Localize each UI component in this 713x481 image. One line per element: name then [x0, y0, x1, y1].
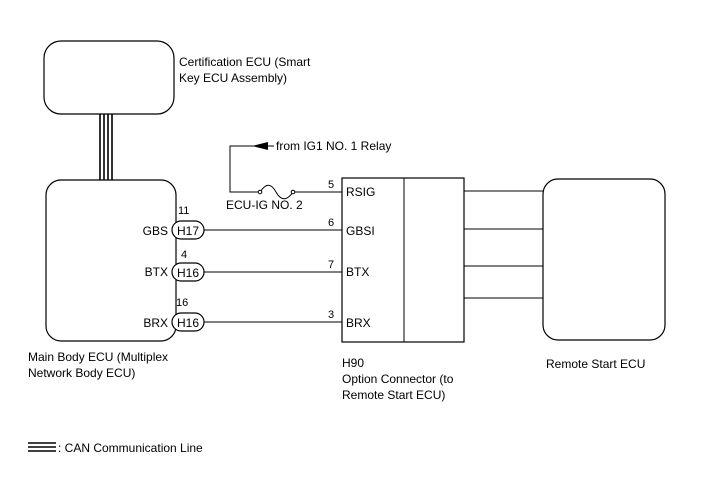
terminal-pin-gbs: 11: [178, 205, 189, 217]
power-source-label: from IG1 NO. 1 Relay: [276, 139, 391, 153]
option-pin-number-brx: 3: [328, 309, 334, 321]
connector-h16-label-brx: H16: [177, 316, 199, 330]
main-body-ecu-label-line2: Network Body ECU): [28, 366, 135, 380]
can-communication-line: [99, 114, 113, 180]
main-body-ecu-label-line1: Main Body ECU (Multiplex: [28, 350, 168, 364]
fuse-label: ECU-IG NO. 2: [226, 198, 303, 212]
certification-ecu-box: [43, 40, 175, 115]
connector-h16-label-btx: H16: [177, 266, 199, 280]
signal-wires: [204, 229, 342, 323]
arrow-left-icon: [252, 142, 268, 150]
terminal-pin-btx: 4: [181, 249, 187, 261]
legend-can-line-label: : CAN Communication Line: [58, 441, 203, 455]
option-connector-id: H90: [342, 356, 364, 370]
remote-start-wires: [464, 190, 543, 299]
power-feed-wire: [229, 145, 342, 193]
option-pin-name-btx: BTX: [346, 265, 369, 279]
option-connector-box: [341, 177, 465, 343]
fuse-terminal-left: [257, 189, 263, 195]
remote-start-ecu-label: Remote Start ECU: [546, 357, 645, 371]
main-body-ecu-box: [45, 179, 177, 342]
option-pin-name-gbsi: GBSI: [346, 224, 375, 238]
option-pin-name-brx: BRX: [346, 316, 371, 330]
terminal-name-brx: BRX: [143, 316, 168, 330]
terminal-name-btx: BTX: [145, 265, 168, 279]
option-pin-number-btx: 7: [328, 259, 334, 271]
remote-start-ecu-box: [542, 178, 666, 341]
fuse-terminal-right: [290, 189, 296, 195]
fuse-icon: [259, 184, 294, 200]
option-connector-label-line2: Remote Start ECU): [342, 388, 445, 402]
option-connector-label-line1: Option Connector (to: [342, 372, 454, 386]
connector-h17-label: H17: [177, 224, 199, 238]
option-pin-number-rsig: 5: [328, 179, 334, 191]
legend-can-line-symbol: [28, 442, 56, 452]
terminal-name-gbs: GBS: [143, 224, 168, 238]
certification-ecu-label-line1: Certification ECU (Smart: [179, 55, 311, 69]
certification-ecu-label-line2: Key ECU Assembly): [179, 71, 287, 85]
terminal-pin-brx: 16: [176, 297, 188, 309]
option-pin-number-gbsi: 6: [328, 217, 334, 229]
option-pin-name-rsig: RSIG: [346, 185, 375, 199]
